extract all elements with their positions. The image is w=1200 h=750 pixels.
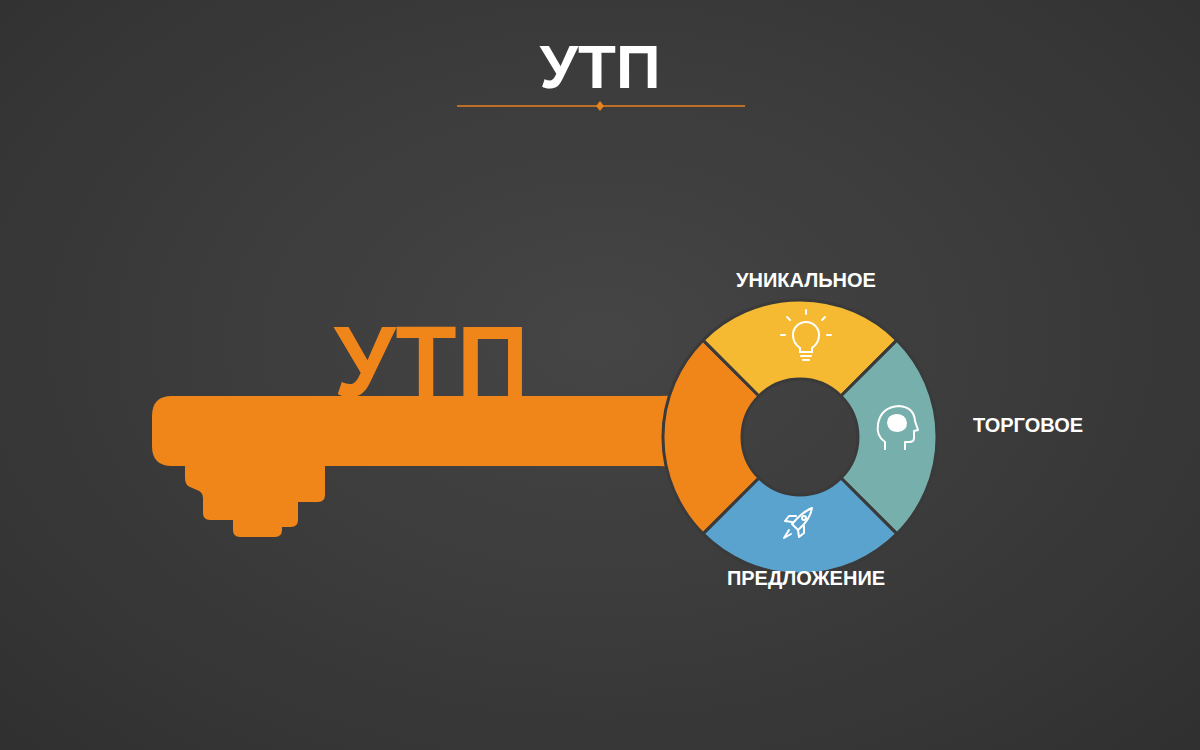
rocket-icon [784, 508, 812, 538]
head-icon [878, 406, 918, 450]
segment-label: ПРЕДЛОЖЕНИЕ [727, 568, 885, 588]
key-text: УТП [333, 311, 528, 411]
title: УТП [539, 36, 660, 98]
title-diamond [596, 101, 604, 111]
segment-label: ТОРГОВОЕ [973, 415, 1083, 435]
ring-segment-offer [703, 478, 897, 574]
bulb-icon [781, 310, 831, 360]
segment-label: УНИКАЛЬНОЕ [736, 270, 876, 290]
